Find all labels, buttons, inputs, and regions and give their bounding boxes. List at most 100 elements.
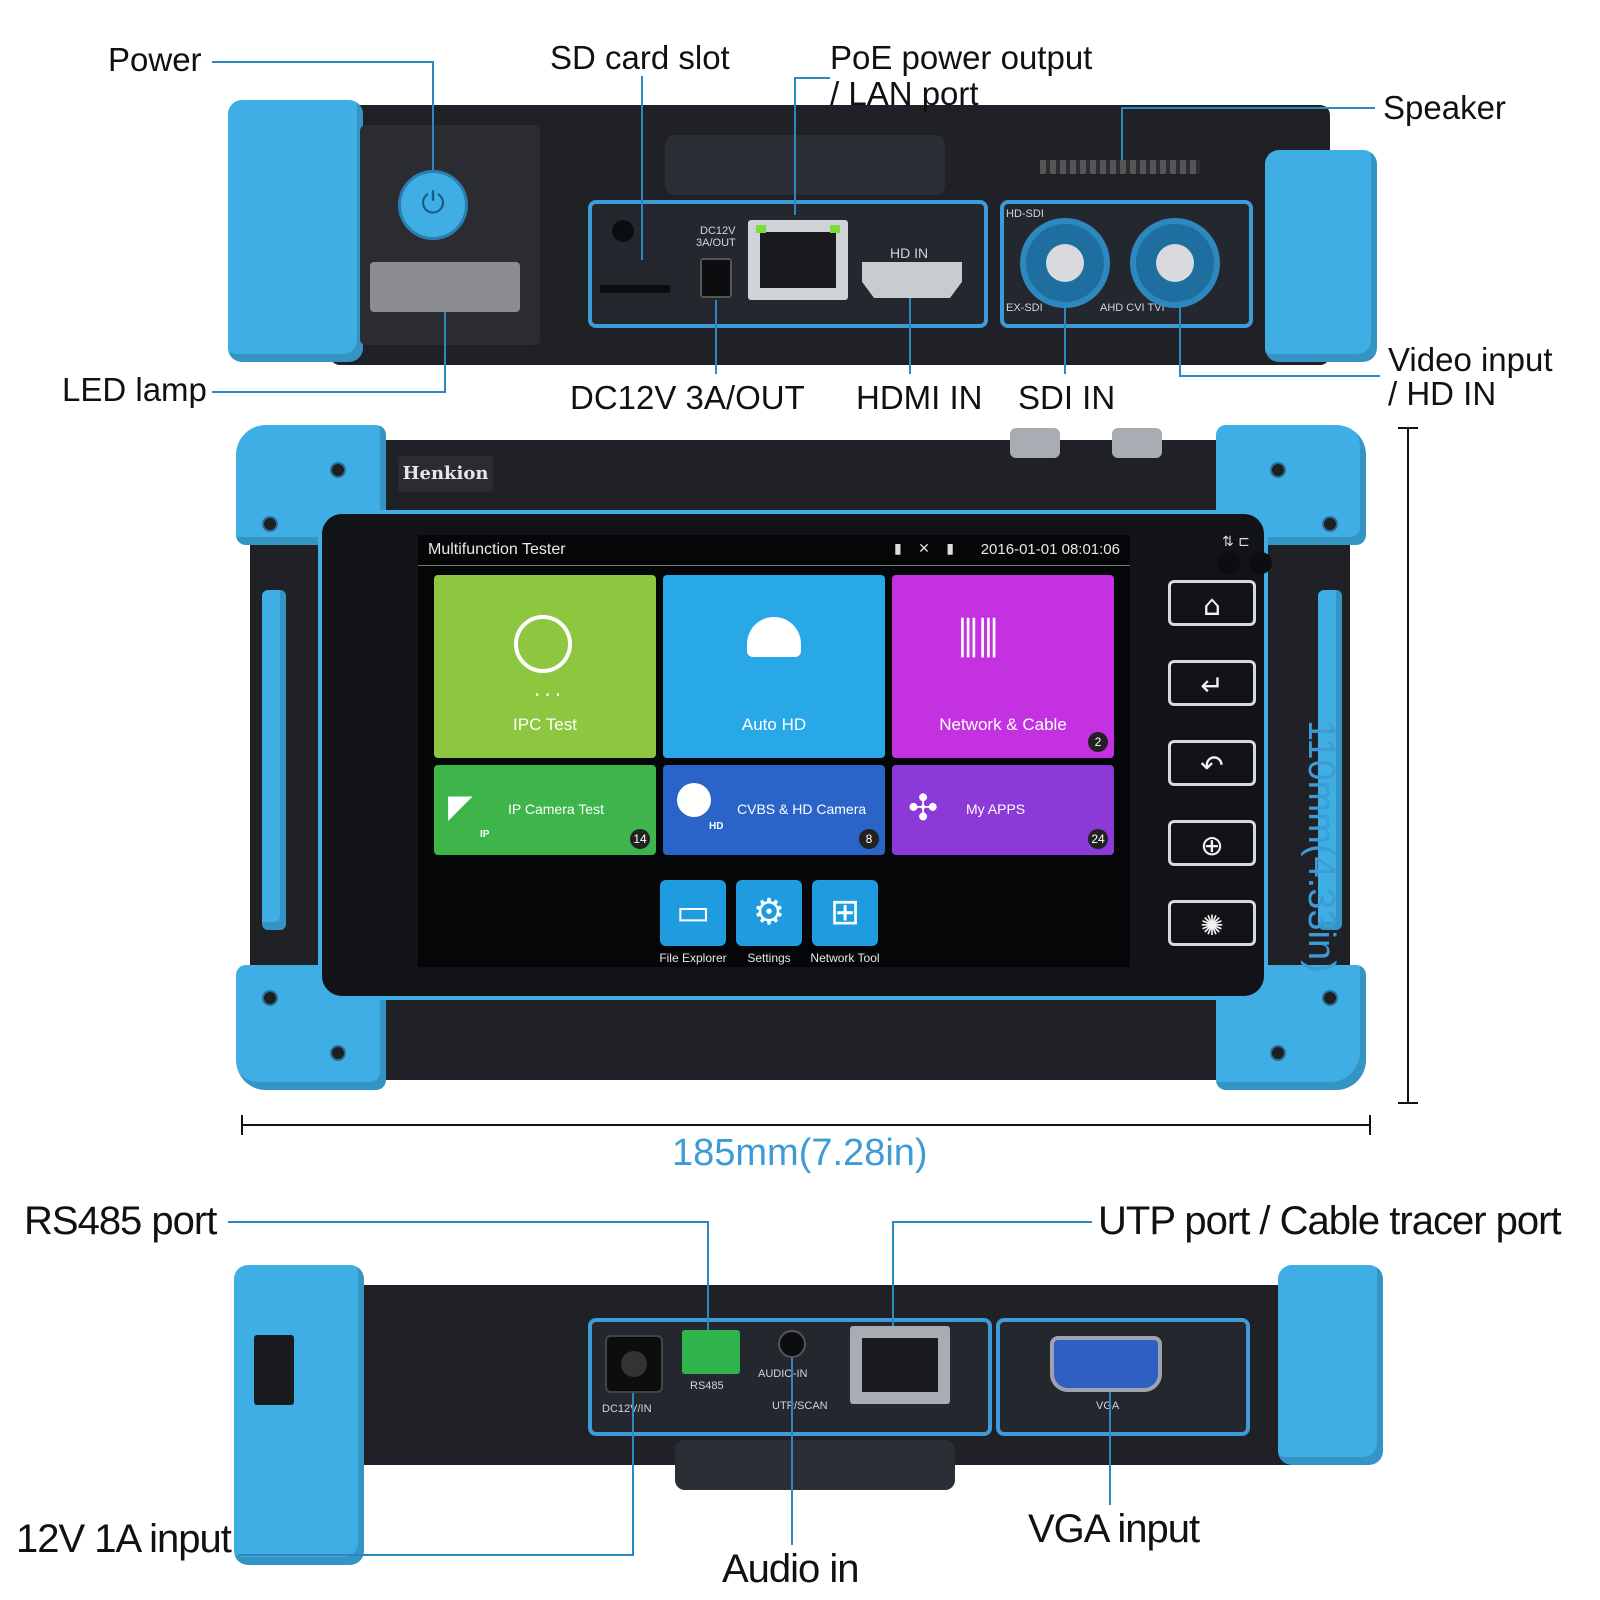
app-label: Network Tool <box>810 951 880 965</box>
status-bar: Multifunction Tester ▮ ✕ ▮ 2016-01-01 08… <box>418 535 1130 566</box>
app-label: Settings <box>747 951 791 965</box>
screw <box>262 516 278 532</box>
back-button[interactable]: ↶ <box>1168 740 1256 786</box>
callout-12v-input: 12V 1A input <box>16 1517 232 1561</box>
bottom-bumper-left <box>234 1265 364 1565</box>
tile-ipc-test[interactable]: ··· IPC Test <box>434 575 656 758</box>
home-icon: ⌂ <box>1203 589 1221 622</box>
tile-badge: 8 <box>859 829 879 849</box>
light-icon: ✺ <box>1200 909 1224 942</box>
tile-auto-hd[interactable]: Auto HD <box>663 575 885 758</box>
home-button[interactable]: ⌂ <box>1168 580 1256 626</box>
vga-label: VGA <box>1096 1400 1120 1412</box>
screw <box>330 462 346 478</box>
callout-poe-2: / LAN port <box>830 75 979 112</box>
lan-port-socket <box>760 232 836 288</box>
sensor-dot <box>1218 552 1240 574</box>
bottom-clip <box>675 1440 955 1490</box>
screw <box>1322 516 1338 532</box>
led-lamp <box>370 262 520 312</box>
video-bnc-connector[interactable] <box>1130 218 1220 308</box>
callout-speaker: Speaker <box>1383 89 1506 126</box>
tile-ip-camera-test[interactable]: ◤ IP IP Camera Test 14 <box>434 765 656 855</box>
brand-logo: Henkion <box>398 456 493 492</box>
cable-icon: ⫼⫼ <box>958 613 999 664</box>
tile-label: IP Camera Test <box>508 801 604 817</box>
tile-badge: 24 <box>1088 829 1108 849</box>
tile-badge: 2 <box>1088 732 1108 752</box>
sd-card-slot[interactable] <box>600 285 670 293</box>
rs485-terminal[interactable] <box>682 1330 740 1374</box>
zoom-icon: ⊕ <box>1200 829 1224 862</box>
no-camera-icon <box>514 615 572 673</box>
audio-in-jack[interactable] <box>778 1330 806 1358</box>
tile-sub-label: HD <box>709 821 724 832</box>
tile-label: Auto HD <box>741 715 807 734</box>
bottom-bumper-right <box>1278 1265 1383 1465</box>
callout-led-lamp: LED lamp <box>62 371 207 408</box>
light-button[interactable]: ✺ <box>1168 900 1256 946</box>
lan-port[interactable] <box>748 220 848 300</box>
dc-label-2: 3A/OUT <box>696 237 736 249</box>
folder-icon: ▭ <box>660 880 726 946</box>
indicator-icons: ⇅ ⊏ <box>1222 534 1250 550</box>
callout-video-1: Video input <box>1388 341 1553 378</box>
app-network-tool[interactable]: ⊞ Network Tool <box>810 880 880 965</box>
dimension-height-text: 110mm(4.33in) <box>1300 720 1342 973</box>
dimension-width: 185mm(7.28in) <box>672 1132 928 1174</box>
utp-port-socket <box>862 1338 938 1392</box>
side-grip-right <box>1318 590 1342 930</box>
dc-label-1: DC12V <box>700 225 736 237</box>
hd-sdi-label: HD-SDI <box>1006 208 1044 220</box>
ellipsis-icon: ··· <box>534 683 566 707</box>
top-bumper-left <box>228 100 363 362</box>
app-file-explorer[interactable]: ▭ File Explorer <box>658 880 728 965</box>
callout-rs485-port: RS485 port <box>24 1199 217 1243</box>
tile-label: Network & Cable <box>939 715 1067 734</box>
network-icon: ⊞ <box>812 880 878 946</box>
dc-in-label: DC12V/IN <box>602 1403 652 1415</box>
hdmi-port[interactable] <box>862 262 962 298</box>
hd-in-label: HD IN <box>890 245 929 261</box>
utp-port[interactable] <box>850 1326 950 1404</box>
back-icon: ↶ <box>1200 749 1224 782</box>
audio-hole <box>612 220 634 242</box>
dc-out-jack[interactable] <box>700 258 732 298</box>
power-button[interactable]: ⏻ <box>398 170 468 240</box>
status-icons: ▮ ✕ ▮ <box>893 541 960 557</box>
sdi-bnc-connector[interactable] <box>1020 218 1110 308</box>
ptz-camera-icon <box>677 783 711 817</box>
app-settings[interactable]: ⚙ Settings <box>734 880 804 965</box>
zoom-button[interactable]: ⊕ <box>1168 820 1256 866</box>
callout-sdi-in: SDI IN <box>1018 379 1116 416</box>
callout-hdmi-in: HDMI IN <box>856 379 983 416</box>
tile-label: My APPS <box>966 801 1026 817</box>
tile-label: CVBS & HD Camera <box>737 801 867 817</box>
callout-power: Power <box>108 41 202 78</box>
screw <box>1270 1045 1286 1061</box>
audio-in-label: AUDIO-IN <box>758 1368 808 1380</box>
vga-port[interactable] <box>1050 1336 1162 1392</box>
rs485-label: RS485 <box>690 1380 724 1392</box>
enter-icon: ↵ <box>1200 669 1224 702</box>
callout-vga-input: VGA input <box>1028 1507 1200 1551</box>
enter-button[interactable]: ↵ <box>1168 660 1256 706</box>
strap-slot <box>254 1335 294 1405</box>
tile-cvbs-hd-camera[interactable]: HD CVBS & HD Camera 8 <box>663 765 885 855</box>
dc-in-jack[interactable] <box>605 1335 663 1393</box>
callout-utp-port: UTP port / Cable tracer port <box>1098 1199 1562 1243</box>
bnc-center <box>1046 244 1084 282</box>
tile-label: IPC Test <box>513 715 577 734</box>
dimension-height: 110mm(4.33in) <box>1299 720 1342 973</box>
callout-video-2: / HD IN <box>1388 375 1497 412</box>
tile-badge: 14 <box>630 829 650 849</box>
tile-network-cable[interactable]: ⫼⫼ Network & Cable 2 <box>892 575 1114 758</box>
screw <box>330 1045 346 1061</box>
tile-my-apps[interactable]: ✣ My APPS 24 <box>892 765 1114 855</box>
jack-center <box>621 1351 647 1377</box>
screen: Multifunction Tester ▮ ✕ ▮ 2016-01-01 08… <box>418 535 1130 967</box>
lan-led <box>830 225 840 233</box>
bnc-center <box>1156 244 1194 282</box>
lan-led <box>756 225 766 233</box>
status-datetime: 2016-01-01 08:01:06 <box>980 541 1120 558</box>
